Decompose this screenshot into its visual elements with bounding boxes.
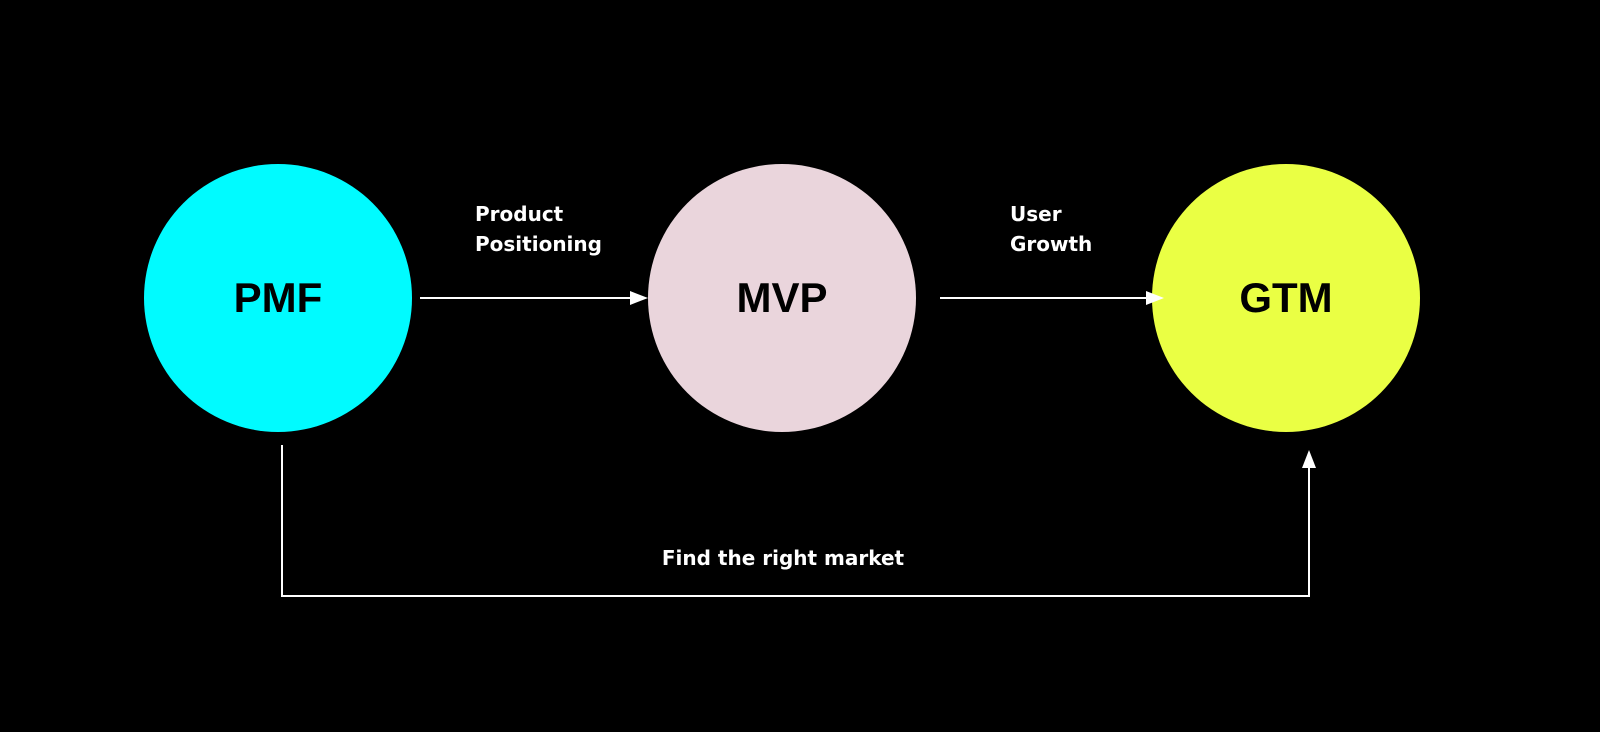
arrowhead-mvp-to-gtm (1146, 291, 1164, 305)
node-pmf-circle (144, 164, 412, 432)
node-mvp-label: MVP (736, 274, 827, 321)
arrowhead-pmf-to-mvp (630, 291, 648, 305)
edge-label-pmf-to-mvp-line2: Positioning (475, 232, 602, 256)
edge-label-pmf-to-mvp-line1: Product (475, 202, 564, 226)
node-mvp-circle (648, 164, 916, 432)
node-gtm-circle (1152, 164, 1420, 432)
edge-label-mvp-to-gtm-line1: User (1010, 202, 1062, 226)
node-gtm-label: GTM (1239, 274, 1332, 321)
edge-label-pmf-to-gtm: Find the right market (662, 546, 905, 570)
node-pmf-label: PMF (234, 274, 323, 321)
connector-pmf-to-gtm (281, 445, 1310, 597)
edge-label-mvp-to-gtm-line2: Growth (1010, 232, 1092, 256)
arrowhead-pmf-to-gtm (1302, 450, 1316, 468)
